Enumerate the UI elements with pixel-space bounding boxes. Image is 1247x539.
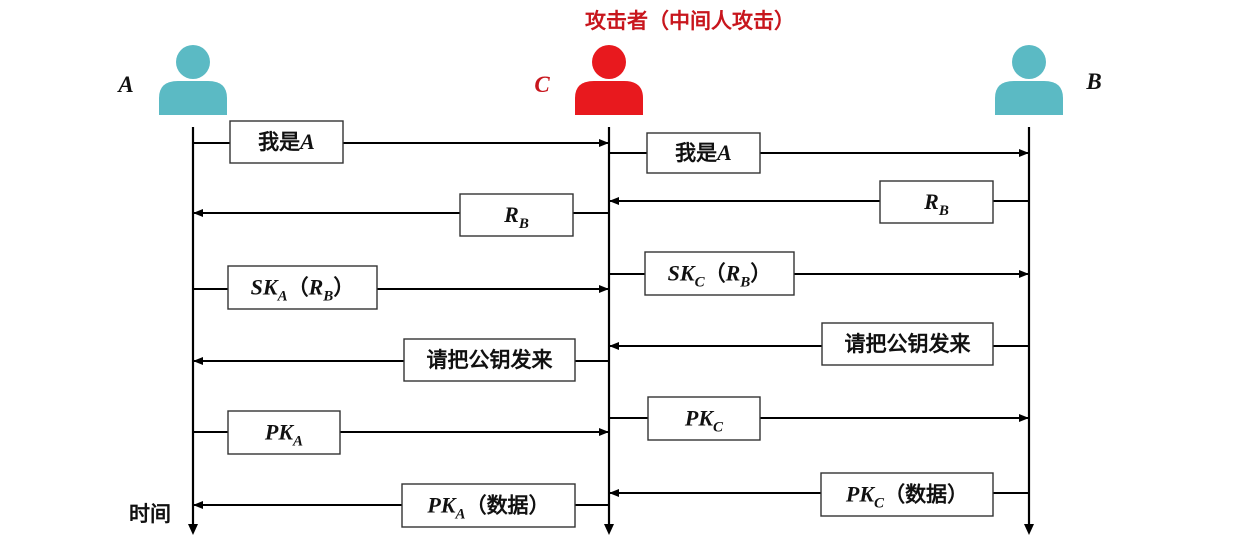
message-label: PKA（数据）: [426, 493, 549, 523]
message-7: 请把公钥发来: [609, 322, 1029, 366]
message-box: [820, 472, 994, 517]
message-box: [227, 410, 341, 455]
message-label-part: 我是: [258, 130, 300, 154]
message-box: [879, 180, 994, 224]
message-label-part: ）: [750, 262, 771, 286]
message-8: 请把公钥发来: [193, 338, 609, 382]
message-label-part: 请把公钥发来: [845, 332, 972, 356]
message-label-part: R: [503, 202, 519, 227]
message-label-part: （: [288, 276, 309, 300]
message-label: SKA（RB）: [251, 275, 355, 305]
message-label-part: B: [322, 289, 333, 305]
message-10: PKC: [609, 396, 1029, 441]
message-box: [401, 483, 576, 528]
message-label-part: R: [308, 275, 324, 300]
actor-c-label: C: [534, 72, 550, 97]
message-label-part: （: [466, 494, 487, 518]
message-label-part: B: [739, 275, 750, 291]
message-label-part: A: [298, 129, 315, 154]
message-label: SKC（RB）: [668, 261, 772, 291]
lifeline-c-end: [604, 524, 614, 535]
message-label-part: C: [874, 496, 885, 512]
message-label-part: A: [715, 140, 732, 165]
message-4: RB: [193, 193, 609, 237]
message-3: RB: [609, 180, 1029, 224]
time-label: 时间: [129, 502, 171, 526]
message-6: SKC（RB）: [609, 251, 1029, 296]
actor-b-label: B: [1085, 69, 1101, 94]
message-label-part: R: [725, 261, 741, 286]
message-label: RB: [923, 189, 949, 219]
message-11: PKC（数据）: [609, 472, 1029, 517]
message-2: 我是A: [609, 132, 1029, 174]
message-label-part: B: [518, 216, 529, 232]
message-5: SKA（RB）: [193, 265, 609, 310]
message-label-part: （: [884, 483, 905, 507]
message-box: [821, 322, 994, 366]
message-9: PKA: [193, 410, 609, 455]
message-label-part: 我是: [675, 141, 717, 165]
lifeline-a-end: [188, 524, 198, 535]
actor-a-label: A: [116, 72, 133, 97]
message-label-part: C: [713, 420, 724, 436]
message-label-part: ）: [947, 483, 968, 507]
message-label-part: 请把公钥发来: [427, 348, 554, 372]
message-label-part: B: [938, 203, 949, 219]
message-label: 请把公钥发来: [427, 348, 554, 372]
message-label-part: 数据: [487, 494, 529, 518]
message-label-part: PK: [684, 406, 714, 431]
message-box: [644, 251, 795, 296]
message-box: [227, 265, 378, 310]
message-label-part: A: [277, 289, 288, 305]
message-label: PKA: [264, 420, 303, 450]
message-label: RB: [503, 202, 529, 232]
message-box: [229, 120, 344, 164]
message-label-part: ）: [333, 276, 354, 300]
message-box: [403, 338, 576, 382]
message-label-part: SK: [668, 261, 696, 286]
message-box: [647, 396, 761, 441]
message-label: PKC（数据）: [845, 482, 968, 512]
message-label-part: PK: [845, 482, 875, 507]
message-label: 我是A: [258, 129, 315, 154]
attacker-c-icon: [575, 45, 643, 115]
message-label-part: A: [292, 434, 303, 450]
message-label-part: PK: [264, 420, 294, 445]
message-label-part: ）: [529, 494, 550, 518]
message-label-part: 数据: [905, 483, 947, 507]
message-label: PKC: [684, 406, 724, 436]
lifeline-b-end: [1024, 524, 1034, 535]
message-label: 我是A: [675, 140, 732, 165]
message-box: [459, 193, 574, 237]
user-a-icon: [159, 45, 227, 115]
message-box: [646, 132, 761, 174]
message-label-part: PK: [426, 493, 456, 518]
message-label-part: （: [705, 262, 726, 286]
message-label-part: C: [695, 275, 706, 291]
message-label-part: R: [923, 189, 939, 214]
message-1: 我是A: [193, 120, 609, 164]
message-label: 请把公钥发来: [845, 332, 972, 356]
message-label-part: A: [455, 507, 466, 523]
message-label-part: SK: [251, 275, 279, 300]
user-b-icon: [995, 45, 1063, 115]
attacker-title: 攻击者（中间人攻击）: [585, 9, 795, 33]
message-12: PKA（数据）: [193, 483, 609, 528]
